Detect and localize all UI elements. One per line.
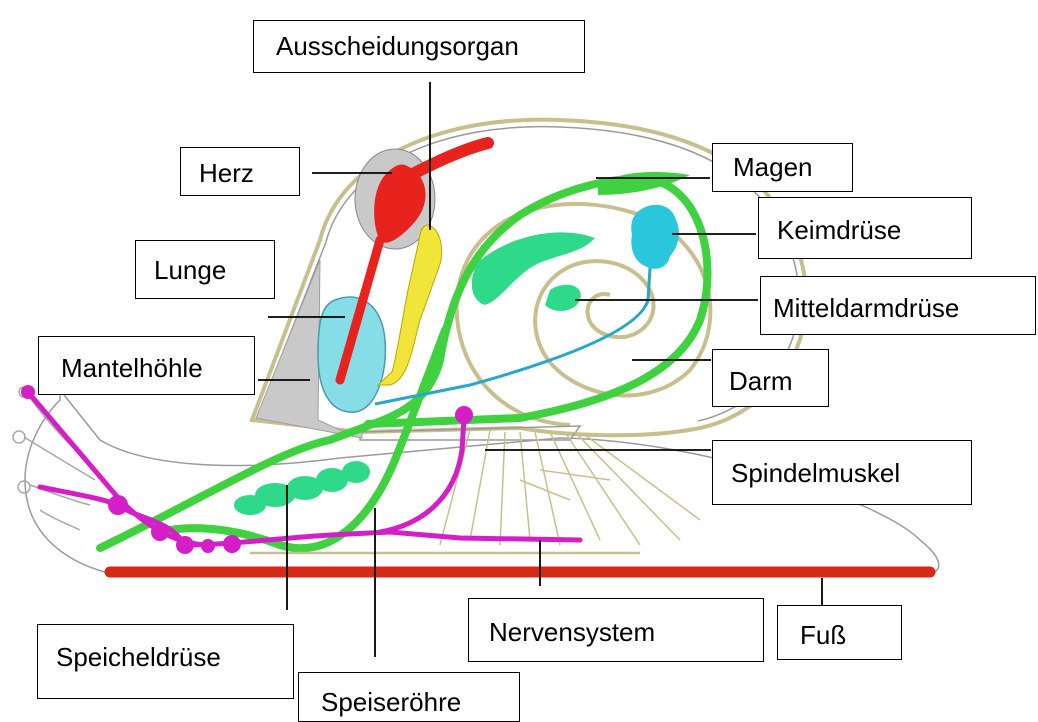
label-speicheldruese-box: Speicheldrüse <box>37 624 294 699</box>
label-speicheldruese: Speicheldrüse <box>56 642 221 673</box>
label-fuss-box: Fuß <box>777 605 902 660</box>
label-spindelmuskel: Spindelmuskel <box>731 458 900 489</box>
label-speiseroehre-box: Speiseröhre <box>298 672 520 722</box>
label-ausscheidungsorgan-box: Ausscheidungsorgan <box>253 20 585 73</box>
label-darm-box: Darm <box>712 349 829 407</box>
label-lunge: Lunge <box>154 255 226 286</box>
label-keimdruese: Keimdrüse <box>777 215 901 246</box>
label-mantelhoehle: Mantelhöhle <box>61 353 203 384</box>
label-mitteldarmdruese-box: Mitteldarmdrüse <box>760 276 1036 335</box>
label-mitteldarmdruese: Mitteldarmdrüse <box>773 293 959 324</box>
label-herz-box: Herz <box>180 147 300 196</box>
label-keimdruese-box: Keimdrüse <box>758 197 972 259</box>
label-speiseroehre: Speiseröhre <box>321 687 461 718</box>
label-spindelmuskel-box: Spindelmuskel <box>712 440 972 505</box>
label-nervensystem-box: Nervensystem <box>468 598 764 662</box>
label-ausscheidungsorgan: Ausscheidungsorgan <box>276 31 519 62</box>
label-herz: Herz <box>199 158 254 189</box>
label-mantelhoehle-box: Mantelhöhle <box>38 336 255 395</box>
label-darm: Darm <box>729 366 793 397</box>
label-magen-box: Magen <box>712 143 853 192</box>
label-magen: Magen <box>733 152 813 183</box>
label-fuss: Fuß <box>800 620 846 651</box>
label-nervensystem: Nervensystem <box>489 617 655 648</box>
label-lunge-box: Lunge <box>135 240 275 299</box>
